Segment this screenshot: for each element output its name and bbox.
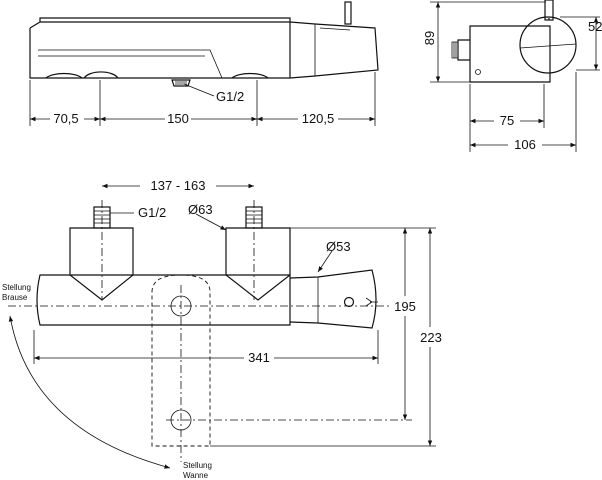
side-view-handle (519, 16, 577, 74)
dim-side-height-total: 89 (422, 31, 437, 45)
dim-side-width-total: 106 (514, 137, 536, 152)
front-view-handle (289, 269, 377, 329)
dim-side-height-part: 52 (588, 19, 602, 34)
dim-total-length: 341 (248, 350, 270, 365)
dim-height-223: 223 (420, 330, 442, 345)
label-shower-1: Stellung (2, 283, 31, 292)
dim-top-middle: 150 (167, 111, 189, 126)
dim-top-right: 120,5 (302, 111, 335, 126)
front-view-diverter-lever (151, 274, 211, 447)
dim-height-195: 195 (394, 299, 416, 314)
thread-label-top: G1/2 (216, 89, 244, 104)
dim-inlet-spacing: 137 - 163 (151, 178, 206, 193)
front-view: 137 - 163 G1/2 Ø63 Ø53 341 195 223 Stell… (2, 178, 444, 480)
dim-top-left: 70,5 (53, 111, 78, 126)
side-view: 89 52 75 106 (422, 0, 602, 152)
label-tub-1: Stellung (183, 461, 212, 470)
dim-side-width-part: 75 (500, 113, 514, 128)
front-view-inlet-left (69, 227, 134, 301)
label-tub-2: Wanne (183, 471, 209, 480)
label-shower-2: Brause (2, 293, 28, 302)
top-view-spout-edge (38, 49, 223, 79)
top-view: 70,5 150 120,5 G1/2 (29, 1, 379, 126)
top-view-inlet-left (45, 72, 83, 79)
thread-label-front: G1/2 (138, 205, 166, 220)
side-view-body (469, 25, 551, 83)
diverter-rotation-arc (8, 315, 171, 469)
top-view-inlet-right (231, 72, 269, 79)
side-view-inlet (457, 39, 470, 61)
top-view-handle (289, 21, 379, 79)
front-view-handle-indicator (343, 296, 355, 308)
front-view-inlet-right (225, 227, 291, 301)
top-view-body (29, 17, 291, 79)
front-view-body (36, 274, 291, 326)
diameter-small-label: Ø53 (326, 239, 351, 254)
top-view-lever (344, 1, 352, 25)
diameter-large-label: Ø63 (188, 202, 213, 217)
